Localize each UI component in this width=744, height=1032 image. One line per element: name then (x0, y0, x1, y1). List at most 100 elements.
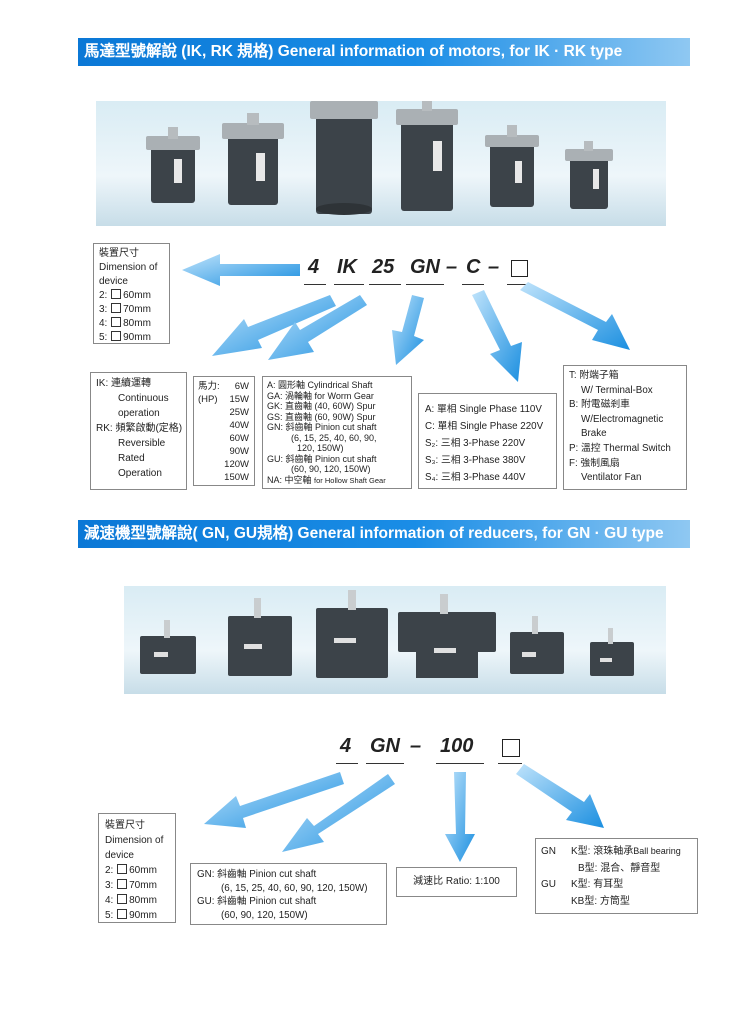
type-ik-desc: operation (118, 408, 160, 419)
code-underline (336, 763, 358, 764)
dimension-item: 4: 80mm (99, 317, 151, 329)
code-voltage: C (466, 256, 481, 278)
arrow-icon (282, 774, 395, 852)
code-underline (498, 763, 522, 764)
dimension-title-en: device (105, 850, 134, 861)
power-values: 6W 15W 25W 40W 60W 90W 120W 150W (224, 380, 249, 484)
code-option-square (511, 260, 528, 277)
code-shaft: GN (410, 256, 440, 278)
reducer-image (510, 616, 564, 674)
shaft-line: GN: 斜齒軸 Pinion cut shaft (267, 422, 377, 432)
motor-illustrations (146, 101, 613, 215)
code-ratio: 100 (440, 735, 474, 757)
arrow-icon (445, 772, 475, 862)
voltage-line: S₂: 三相 3-Phase 220V (425, 438, 526, 449)
code-series: GN (370, 735, 400, 757)
voltage-line: S₃: 三相 3-Phase 380V (425, 455, 526, 466)
dimension-title-en: Dimension of (105, 835, 164, 846)
voltage-line: S₄: 三相 3-Phase 440V (425, 472, 526, 483)
shaft-line: GS: 直齒軸 (60, 90W) Spur (267, 411, 376, 422)
dimension-item: 3: 70mm (105, 879, 157, 891)
power-value: 15W (229, 394, 249, 405)
motors-banner: 馬達型號解說 (IK, RK 規格) General information o… (78, 38, 690, 66)
power-value: 60W (229, 433, 249, 444)
shaft-line: (60, 90, 120, 150W) (221, 909, 308, 921)
dimension-title-en: Dimension of (99, 262, 158, 273)
motor-image (565, 141, 613, 209)
bearing-gu-kb: KB型: 方筒型 (571, 895, 630, 907)
motors-photo (96, 101, 666, 226)
power-box: 馬力: (HP) 6W 15W 25W 40W 60W 90W 120W 150… (193, 376, 255, 486)
bearing-gn-b: B型: 混合、靜音型 (578, 862, 661, 874)
dimension-item: 5: 90mm (105, 909, 157, 921)
arrow-icon (516, 764, 604, 828)
code-dash: – (446, 256, 458, 278)
code-power: 25 (372, 256, 395, 278)
shaft-line: GU: 斜齒軸 Pinion cut shaft (267, 453, 377, 464)
power-label: (HP) (198, 394, 218, 405)
shaft-line: 120, 150W) (297, 443, 344, 453)
code-dash: – (410, 735, 422, 757)
option-line: Brake (581, 428, 607, 440)
shaft-line: GU: 斜齒軸 Pinion cut shaft (197, 896, 317, 907)
motor-image (396, 101, 458, 211)
code-underline (507, 284, 529, 285)
type-rk-desc: Rated (118, 453, 145, 464)
power-value: 25W (229, 407, 249, 418)
dimension-box: 裝置尺寸 Dimension of device 2: 60mm 3: 70mm… (93, 243, 170, 344)
code-underline (366, 763, 404, 764)
arrow-icon (182, 254, 300, 286)
dimension-item: 3: 70mm (99, 303, 151, 315)
option-line: Ventilator Fan (581, 472, 642, 484)
reducer-image (316, 590, 388, 678)
motor-image (146, 127, 200, 203)
type-ik: IK: 連續運轉 (96, 378, 152, 389)
dimension-item: 2: 60mm (99, 289, 151, 301)
reducer-image (140, 620, 196, 674)
power-label: 馬力: (198, 381, 220, 392)
type-rk-desc: Operation (118, 468, 162, 479)
option-line: B: 附電磁剎車 (569, 399, 630, 411)
reducer-illustrations (140, 590, 634, 678)
dimension-title-en: device (99, 276, 128, 287)
code-dash: – (488, 256, 500, 278)
shaft-line: GA: 渦輪軸 for Worm Gear (267, 390, 374, 401)
shaft-line: (60, 90, 120, 150W) (291, 464, 371, 474)
reducer-image (590, 628, 634, 676)
arrow-icon (392, 295, 424, 365)
power-value: 40W (229, 420, 249, 431)
motor-image (222, 113, 284, 205)
dimension-title: 裝置尺寸 (99, 248, 139, 259)
voltage-box: A: 單相 Single Phase 110V C: 單相 Single Pha… (418, 393, 557, 489)
arrow-icon (204, 772, 344, 828)
reducers-banner: 減速機型號解說( GN, GU規格) General information o… (78, 520, 690, 548)
type-ik-desc: Continuous (118, 393, 169, 404)
shaft-line: (6, 15, 25, 40, 60, 90, 120, 150W) (221, 882, 368, 894)
ratio-text: 減速比 Ratio: 1:100 (413, 876, 500, 887)
shaft-line: A: 圓形軸 Cylindrical Shaft (267, 380, 373, 390)
reducer-image (228, 598, 292, 676)
code-series: IK (337, 256, 357, 278)
code-underline (462, 284, 484, 285)
option-line: F: 強制風扇 (569, 457, 620, 469)
voltage-line: C: 單相 Single Phase 220V (425, 421, 544, 432)
option-line: W/Electromagnetic (581, 413, 664, 425)
motor-image (485, 125, 539, 207)
shaft-line: GK: 直齒軸 (40, 60W) Spur (267, 401, 376, 411)
shaft-line-na: NA: 中空軸 for Hollow Shaft Gear (267, 474, 386, 485)
code-size: 4 (340, 735, 352, 757)
voltage-line: A: 單相 Single Phase 110V (425, 404, 542, 415)
code-underline (406, 284, 444, 285)
dimension-box: 裝置尺寸 Dimension of device 2: 60mm 3: 70mm… (98, 813, 176, 923)
motor-type-box: IK: 連續運轉 Continuous operation RK: 頻繁啟動(定… (90, 372, 187, 490)
code-underline (369, 284, 401, 285)
reducer-shaft-box: GN: 斜齒軸 Pinion cut shaft (6, 15, 25, 40,… (190, 863, 387, 925)
option-box: T: 附端子箱 W/ Terminal-Box B: 附電磁剎車 W/Elect… (563, 365, 687, 490)
option-line: T: 附端子箱 (569, 370, 619, 381)
type-rk-desc: Reversible (118, 438, 166, 449)
reducers-photo (124, 586, 666, 694)
